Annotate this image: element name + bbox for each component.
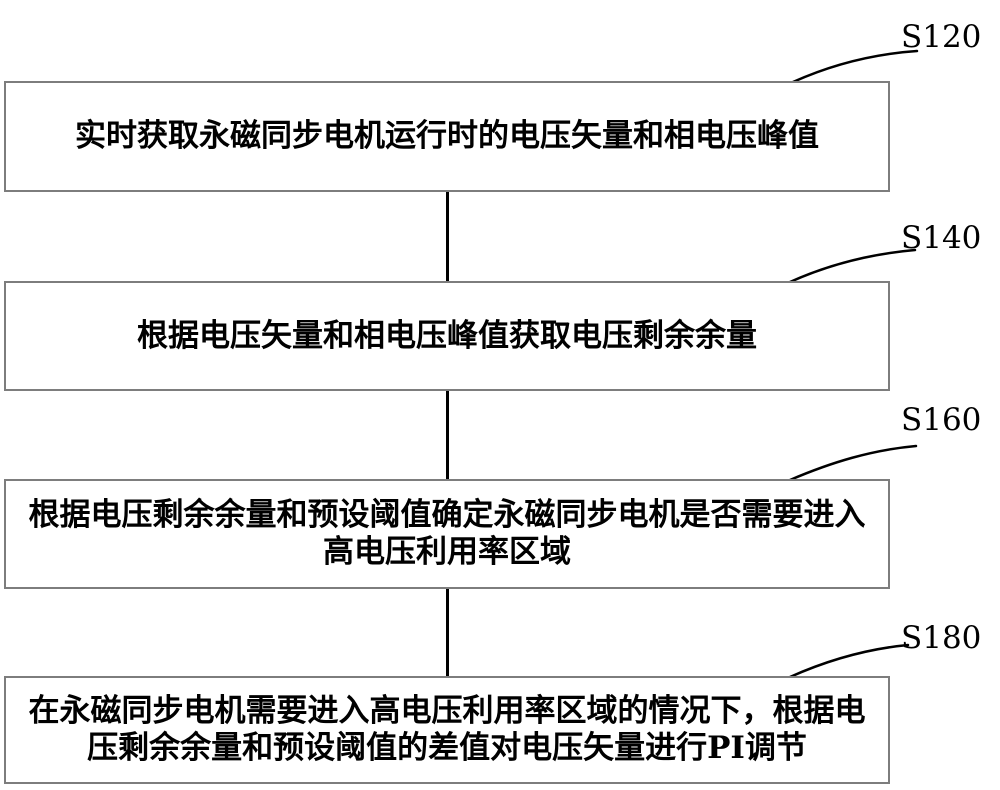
step-label-s180: S180 (901, 620, 982, 656)
step-label-s120: S120 (901, 19, 982, 55)
step-text-line: 压剩余余量和预设阈值的差值对电压矢量进行PI调节 (87, 730, 807, 766)
step-label-s140: S140 (901, 220, 982, 256)
step-text-line: 高电压利用率区域 (323, 534, 571, 570)
step-box-s180: 在永磁同步电机需要进入高电压利用率区域的情况下，根据电 压剩余余量和预设阈值的差… (4, 676, 890, 784)
step-text-line: 根据电压剩余余量和预设阈值确定永磁同步电机是否需要进入 (28, 497, 866, 533)
step-box-s160: 根据电压剩余余量和预设阈值确定永磁同步电机是否需要进入 高电压利用率区域 (4, 479, 890, 589)
leader-line-s120 (791, 49, 919, 84)
step-label-s160: S160 (901, 402, 982, 438)
step-text-line: 在永磁同步电机需要进入高电压利用率区域的情况下，根据电 (28, 693, 866, 729)
step-box-s120: 实时获取永磁同步电机运行时的电压矢量和相电压峰值 (4, 81, 890, 192)
leader-line-s140 (788, 248, 917, 284)
leader-line-s160 (788, 444, 918, 482)
leader-line-s180 (788, 643, 910, 679)
step-box-s140: 根据电压矢量和相电压峰值获取电压剩余余量 (4, 281, 890, 391)
step-text-line: 实时获取永磁同步电机运行时的电压矢量和相电压峰值 (75, 118, 819, 154)
step-text-line: 根据电压矢量和相电压峰值获取电压剩余余量 (137, 317, 757, 354)
